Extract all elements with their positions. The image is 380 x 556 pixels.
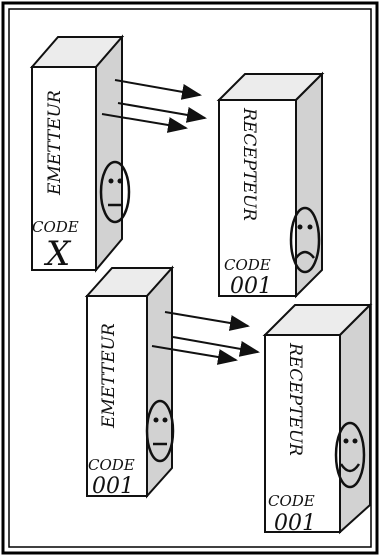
receiver-code-value-2: 001 — [274, 511, 316, 536]
happy-face-icon — [334, 421, 366, 489]
emitter-code-label-1: CODE — [32, 218, 79, 236]
receiver-code-label-2: CODE — [268, 492, 315, 510]
emitter-code-label-2: CODE — [88, 456, 135, 474]
emitter-box-2 — [84, 265, 175, 499]
emitter-code-value-2: 001 — [92, 474, 134, 499]
emitter-box-1 — [29, 34, 125, 273]
neutral-face-icon — [145, 399, 175, 463]
signal-arrows-2 — [151, 311, 260, 365]
emitter-label-2: EMETTEUR — [99, 323, 119, 429]
receiver-code-label-1: CODE — [224, 256, 271, 274]
receiver-box-1 — [216, 71, 325, 299]
emitter-code-value-1: X — [43, 234, 72, 274]
inner-frame — [8, 8, 372, 548]
sad-face-icon — [289, 206, 321, 274]
receiver-code-value-1: 001 — [230, 274, 272, 299]
receiver-box-2 — [262, 302, 373, 535]
receiver-label-1: RECEPTEUR — [239, 107, 259, 221]
neutral-face-icon — [99, 160, 131, 224]
emitter-label-1: EMETTEUR — [45, 90, 65, 196]
receiver-label-2: RECEPTEUR — [285, 342, 305, 456]
signal-arrows-1 — [101, 79, 207, 133]
